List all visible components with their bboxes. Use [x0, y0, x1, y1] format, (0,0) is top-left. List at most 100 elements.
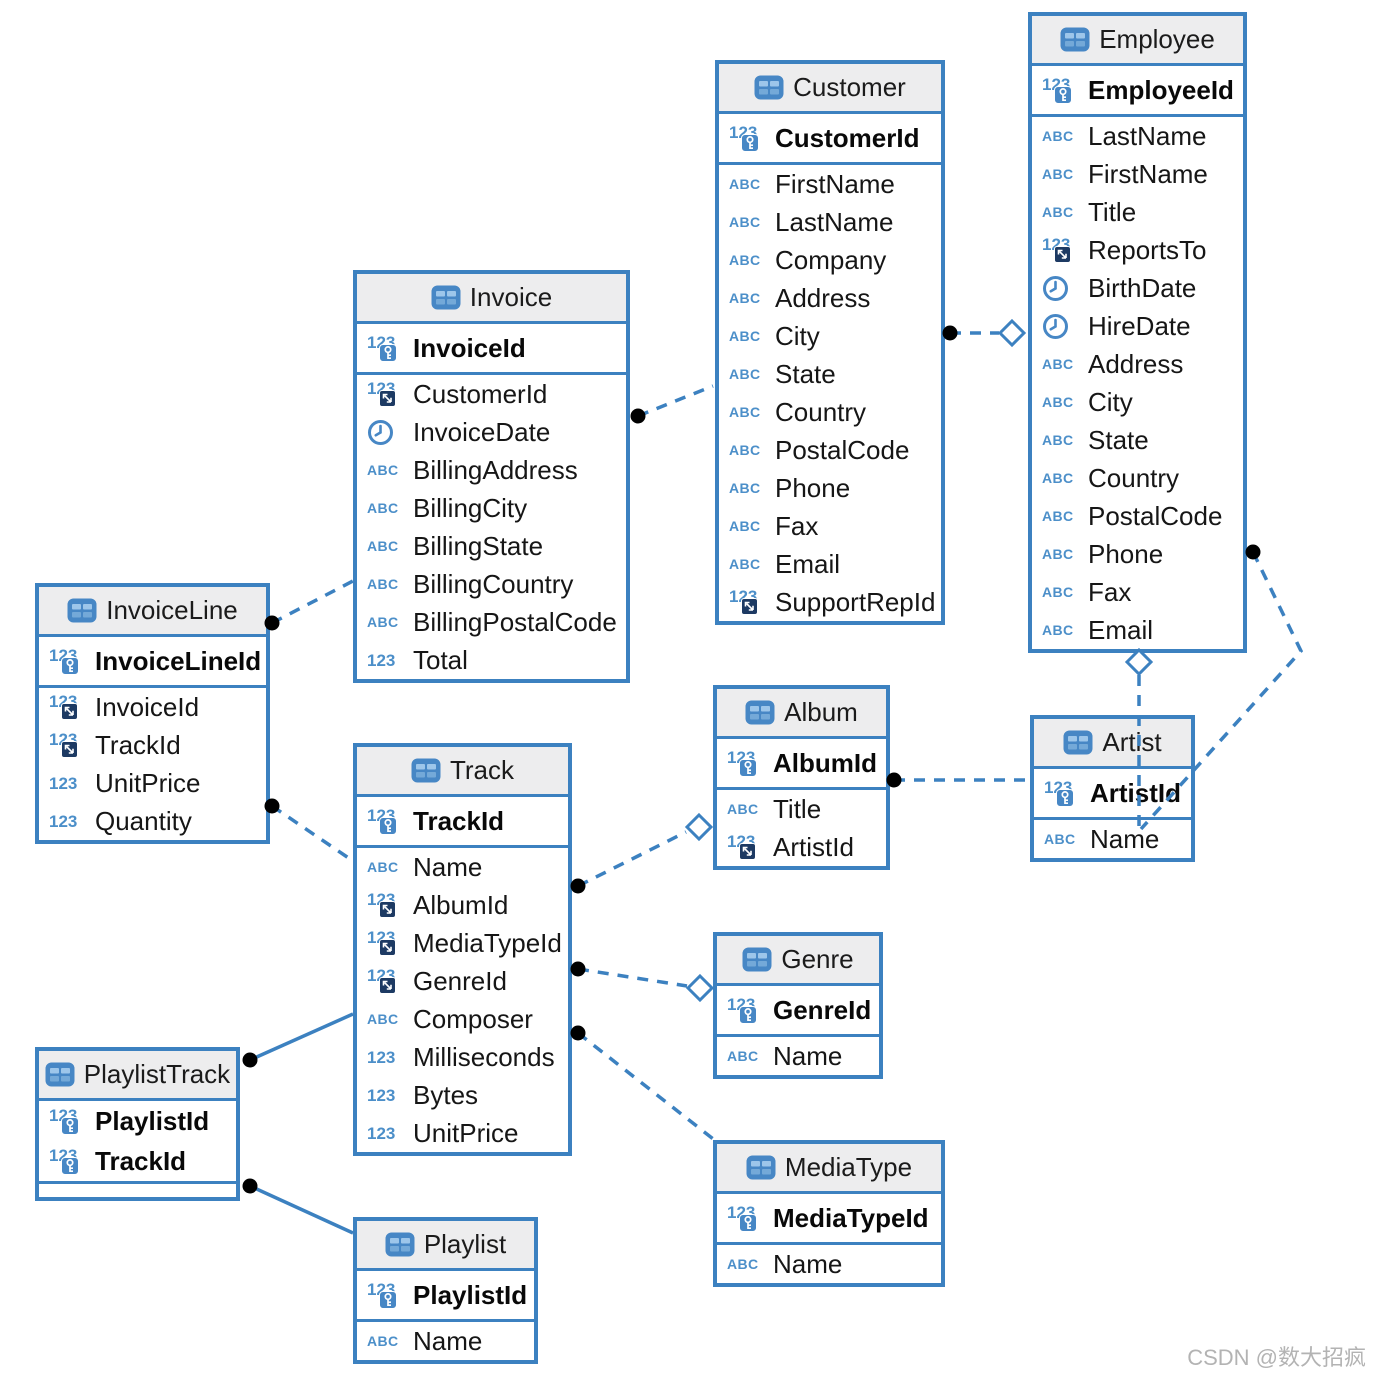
relationship-playlisttrack-track[interactable]	[249, 1012, 354, 1062]
column-name: TrackId	[95, 1145, 187, 1176]
column-name: BillingState	[413, 530, 544, 561]
column-name: BillingCountry	[413, 568, 574, 599]
text-type-icon: ABC	[729, 442, 761, 458]
column-invoicedate[interactable]: InvoiceDate	[357, 413, 626, 451]
relationship-track-genre[interactable]	[577, 967, 688, 988]
column-name: HireDate	[1088, 310, 1191, 341]
column-name: Address	[1088, 348, 1184, 379]
text-type-icon: ABC	[729, 404, 761, 420]
column-name: ArtistId	[1090, 777, 1181, 808]
primary-key-icon: 123	[1044, 777, 1090, 809]
column-hiredate[interactable]: HireDate	[1032, 307, 1243, 345]
relationship-invoiceline-invoice[interactable]	[271, 579, 354, 625]
column-name: InvoiceId	[95, 691, 200, 722]
column-name: State	[1088, 424, 1149, 455]
column-name: ArtistId	[773, 831, 854, 862]
primary-key-icon: 123	[729, 122, 775, 154]
table-header: Genre	[717, 936, 879, 986]
column-birthdate[interactable]: BirthDate	[1032, 269, 1243, 307]
column-name: PlaylistId	[95, 1105, 210, 1136]
relationship-invoiceline-track[interactable]	[271, 804, 354, 863]
relationship-playlisttrack-playlist[interactable]	[249, 1184, 354, 1235]
relationship-track-album[interactable]	[577, 830, 687, 888]
relationship-invoice-customer[interactable]	[637, 384, 714, 418]
relationship-track-mediatype[interactable]	[576, 1031, 719, 1144]
column-name: City	[1088, 386, 1133, 417]
